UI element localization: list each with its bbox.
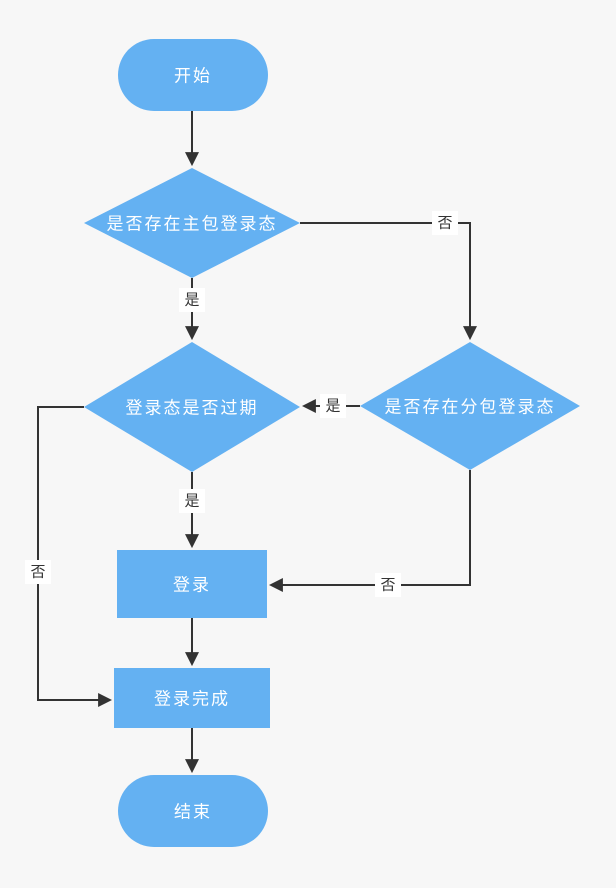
- node-login-expired: 登录态是否过期: [84, 342, 300, 472]
- node-login: 登录: [117, 550, 267, 618]
- node-label: 结束: [174, 803, 212, 822]
- edge-label-background: [179, 489, 205, 513]
- edge-label-background: [375, 573, 401, 597]
- terminator-shape: [118, 39, 268, 111]
- decision-shape: [84, 168, 300, 278]
- node-label: 登录态是否过期: [126, 399, 259, 418]
- edge-label-sub-no: 否: [375, 573, 401, 597]
- node-end: 结束: [118, 775, 268, 847]
- edge-label-text: 是: [184, 292, 199, 309]
- node-label: 登录完成: [154, 690, 230, 709]
- node-label: 开始: [174, 67, 212, 86]
- decision-shape: [360, 342, 580, 470]
- edge-label-background: [25, 560, 51, 584]
- edge-label-sub-yes: 是: [320, 394, 346, 418]
- edge-main-no: [300, 222, 477, 341]
- edge-label-background: [179, 288, 205, 312]
- edge-label-expired-no: 否: [25, 560, 51, 584]
- node-layer: 开始 是否存在主包登录态 登录态是否过期 是否存在分包登录态 登录 登录完成 结…: [84, 39, 580, 847]
- node-label: 登录: [173, 576, 211, 595]
- edge-label-text: 是: [184, 493, 199, 510]
- node-start: 开始: [118, 39, 268, 111]
- edge-expired-no: [37, 406, 113, 707]
- process-shape: [114, 668, 270, 728]
- edge-label-background: [320, 394, 346, 418]
- node-label: 是否存在主包登录态: [107, 215, 278, 234]
- process-shape: [117, 550, 267, 618]
- edge-label-background: [432, 211, 458, 235]
- node-login-done: 登录完成: [114, 668, 270, 728]
- edge-label-layer: 是 否 是 是 否 否: [25, 211, 458, 597]
- edge-label-main-yes: 是: [179, 288, 205, 312]
- edge-label-text: 否: [30, 564, 45, 581]
- edge-label-text: 否: [380, 577, 395, 594]
- edge-sub-no: [268, 470, 471, 592]
- edge-label-text: 是: [325, 398, 340, 415]
- node-label: 是否存在分包登录态: [385, 398, 556, 417]
- node-has-sub-login: 是否存在分包登录态: [360, 342, 580, 470]
- edge-label-text: 否: [437, 215, 452, 232]
- terminator-shape: [118, 775, 268, 847]
- edge-label-expired-yes: 是: [179, 489, 205, 513]
- edge-label-main-no: 否: [432, 211, 458, 235]
- node-has-main-login: 是否存在主包登录态: [84, 168, 300, 278]
- decision-shape: [84, 342, 300, 472]
